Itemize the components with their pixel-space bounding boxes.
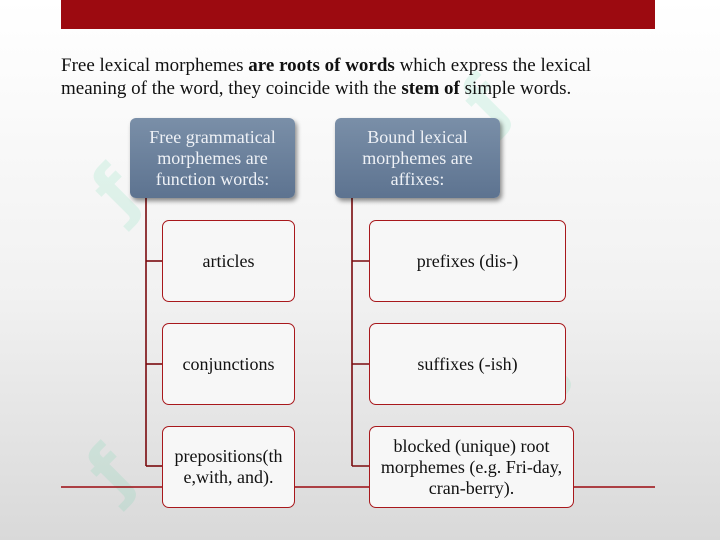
intro-paragraph: Free lexical morphemes are roots of word… [61,54,661,100]
left-node-label: articles [202,250,255,271]
intro-text-1: Free lexical morphemes [61,55,249,76]
intro-bold-2: stem of [401,78,460,99]
right-node-blocked-roots: blocked (unique) root morphemes (e.g. Fr… [369,426,574,508]
right-node-label: blocked (unique) root morphemes (e.g. Fr… [380,435,563,498]
left-node-conjunctions: conjunctions [162,323,295,405]
left-node-prepositions: prepositions(the,with, and). [162,426,295,508]
intro-text-3: simple words. [459,78,572,99]
left-node-label: conjunctions [182,353,275,374]
top-accent-bar [61,0,655,29]
left-header-text: Free grammatical morphemes are function … [149,126,276,189]
intro-bold-1: are roots of words [248,55,395,76]
left-header-box: Free grammatical morphemes are function … [130,118,295,198]
right-header-box: Bound lexical morphemes are affixes: [335,118,500,198]
right-node-label: suffixes (-ish) [417,353,518,374]
left-node-articles: articles [162,220,295,302]
intro-text-2: which express the lexical meaning of the… [61,55,592,99]
right-node-suffixes: suffixes (-ish) [369,323,566,405]
right-node-prefixes: prefixes (dis-) [369,220,566,302]
left-node-label: prepositions(the,with, and). [174,446,283,487]
right-node-label: prefixes (dis-) [416,250,519,271]
right-header-text: Bound lexical morphemes are affixes: [362,126,473,189]
